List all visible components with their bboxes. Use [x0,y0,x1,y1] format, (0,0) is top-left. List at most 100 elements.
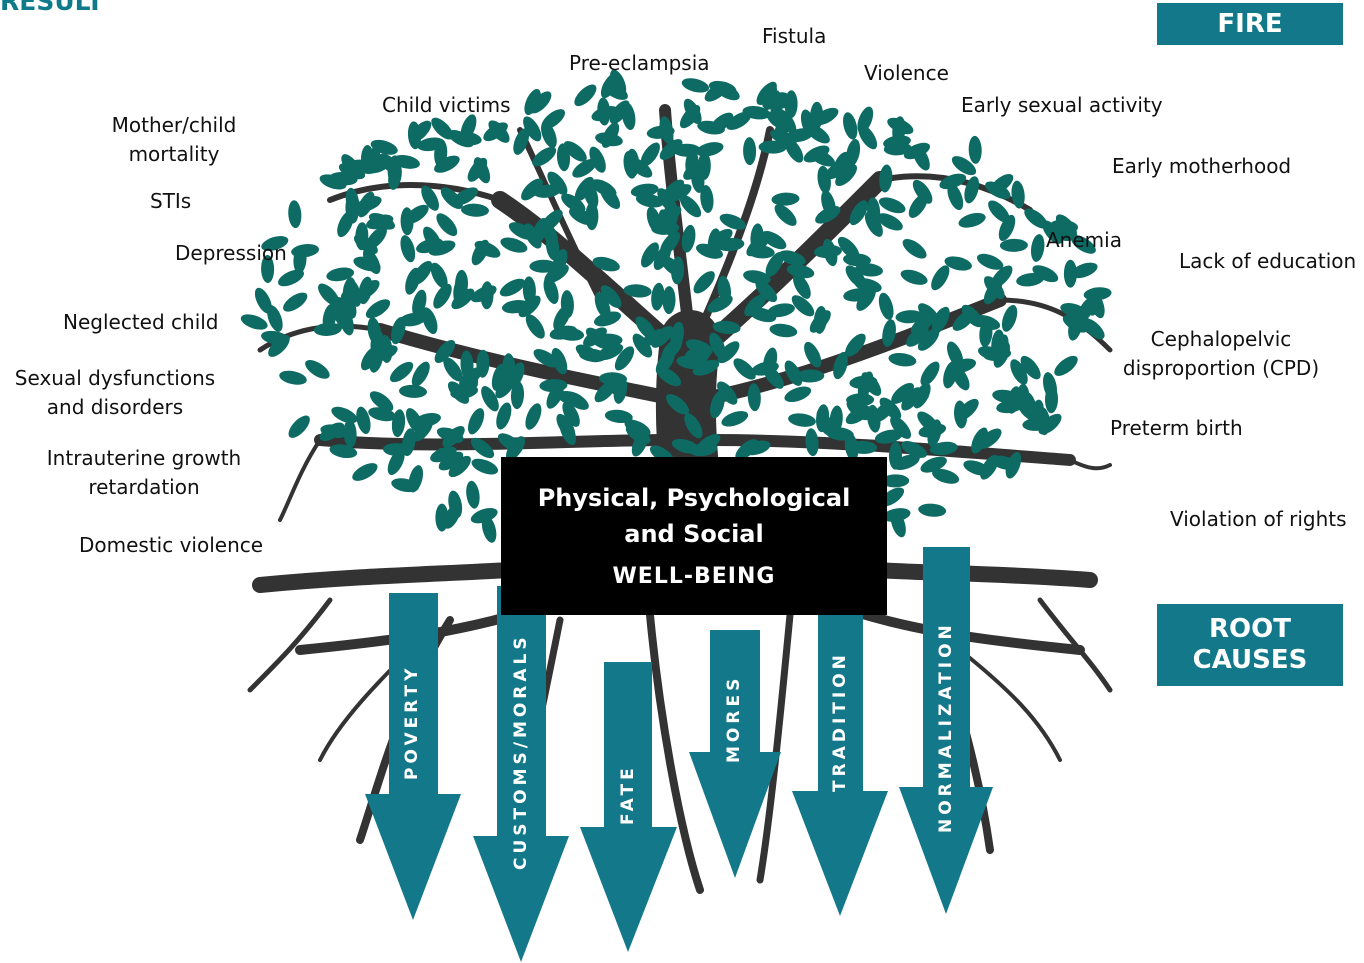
leaf [1005,451,1022,479]
leaf [692,359,720,376]
leaf [821,190,836,218]
leaf [398,312,427,327]
leaf [751,361,779,376]
leaf [440,187,463,209]
leaf [474,240,501,258]
leaf [574,84,597,107]
leaf [352,463,378,481]
leaf [912,179,933,204]
leaf [791,295,815,317]
leaf [920,456,947,473]
leaf [743,270,771,285]
leaf [743,440,771,456]
leaf [716,238,745,252]
leaf [329,171,358,186]
leaf [893,454,920,470]
leaf [651,325,674,348]
leaf [800,109,816,137]
leaf [355,280,380,300]
leaf [989,173,1014,195]
label-sexual-dysfunctions-line2: and disorders [46,395,184,419]
leaf [721,411,749,427]
leaf [359,147,381,170]
leaf [658,209,675,236]
leaf [770,129,797,146]
leaf [331,406,358,424]
leaf [609,69,627,96]
leaf [707,228,722,257]
leaf [279,370,307,385]
leaf [882,319,896,347]
root-cause-mores: MORES [724,674,744,763]
leaf [646,125,675,139]
leaf [541,121,557,149]
root-cause-normalization: NORMALIZATION [936,621,956,833]
arrow-mores [689,630,781,878]
leaf [369,212,395,230]
root-cause-arrows [365,547,993,962]
leaf [589,146,606,173]
leaf [971,427,988,454]
leaf [825,159,850,180]
leaf [594,380,617,403]
leaf [939,173,967,190]
leaf [518,295,541,318]
root-causes-box: ROOT CAUSES [1157,604,1343,686]
leaf [572,158,597,178]
leaf [778,250,806,266]
leaf [849,200,868,226]
leaf [670,321,684,350]
leaf [746,245,775,259]
leaf [431,117,454,140]
label-mother-child-mortality: Mother/child mortality [100,111,248,169]
leaf [951,365,970,391]
leaf [600,185,621,210]
leaf [900,269,928,285]
label-early-sexual-activity: Early sexual activity [961,93,1163,117]
leaf [912,144,930,171]
leaf [891,382,914,404]
leaf [717,381,738,405]
leaf [888,352,917,367]
leaf [481,515,497,543]
leaf [679,194,702,218]
leaf [342,277,357,306]
leaf [895,310,924,324]
leaf [755,279,778,303]
leaf [353,234,378,255]
leaf [1001,304,1018,332]
leaf [890,416,912,439]
label-domestic-violence: Domestic violence [79,533,264,557]
leaf [466,480,480,509]
result-heading: RESULT [0,0,104,16]
leaf [681,224,696,253]
leaf [267,305,283,332]
leaf [360,345,381,371]
leaf [1070,262,1098,279]
leaf [434,339,456,364]
leaf [320,424,349,438]
leaf [709,112,734,133]
leaf [421,185,439,211]
leaf [400,235,416,263]
arrow-tradition [792,592,888,916]
leaf [337,211,354,238]
leaf [929,441,958,456]
leaf [662,286,676,315]
label-depression: Depression [175,241,287,265]
leaf [604,409,633,424]
leaf [421,307,438,335]
label-neglected-child: Neglected child [63,310,219,334]
arrow-normalization [899,547,993,914]
leaf [988,200,1010,223]
leaf [843,253,871,267]
leaf [378,153,402,175]
leaf [543,277,559,304]
leaf [878,197,906,214]
leaf [551,249,568,276]
leaf [461,203,489,217]
leaf [742,105,771,120]
leaf [436,213,458,237]
leaf [430,262,448,289]
